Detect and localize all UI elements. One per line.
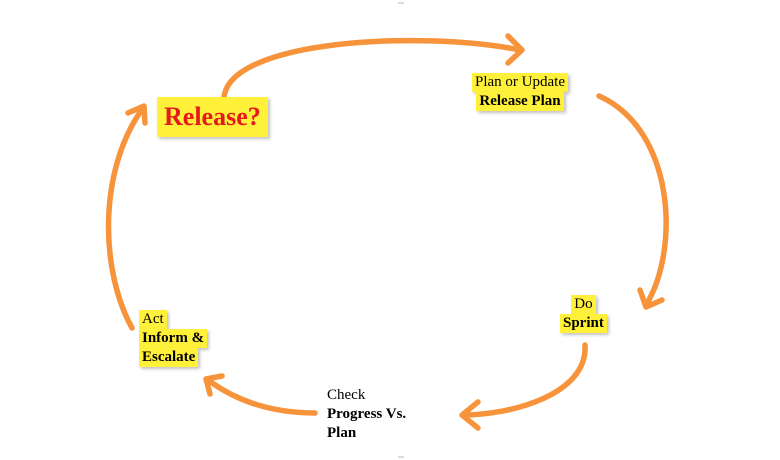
check-label-line3: Plan (327, 425, 357, 441)
do-label-line1: Do (571, 295, 596, 314)
plan-label-line2: Release Plan (476, 92, 564, 111)
arrowhead-plan (505, 33, 525, 66)
node-check: Check Progress Vs. Plan (326, 386, 407, 443)
act-label-line2: Inform & (139, 329, 208, 348)
check-label-line2: Progress Vs. (327, 406, 407, 422)
stray-mark-top (398, 2, 404, 4)
arrowhead-release (125, 103, 148, 126)
check-label-line1: Check (327, 387, 366, 403)
node-act: Act Inform & Escalate (139, 310, 208, 367)
arrow-act-to-release (105, 105, 146, 331)
do-label-line2: Sprint (560, 314, 607, 333)
arrowhead-check (459, 399, 481, 431)
arrow-release-to-plan (221, 37, 523, 101)
arrow-do-to-check (460, 342, 588, 418)
arrow-plan-to-do (596, 93, 669, 308)
stray-mark-bottom (398, 456, 404, 458)
release-label: Release? (157, 97, 268, 137)
node-do: Do Sprint (560, 295, 607, 333)
node-release: Release? (157, 97, 268, 137)
node-plan: Plan or Update Release Plan (472, 73, 568, 111)
act-label-line1: Act (139, 310, 167, 329)
plan-label-line1: Plan or Update (472, 73, 568, 92)
arrow-check-to-act (205, 377, 318, 416)
arrowhead-do (637, 287, 665, 310)
arrowhead-act (203, 373, 225, 397)
act-label-line3: Escalate (139, 348, 199, 367)
